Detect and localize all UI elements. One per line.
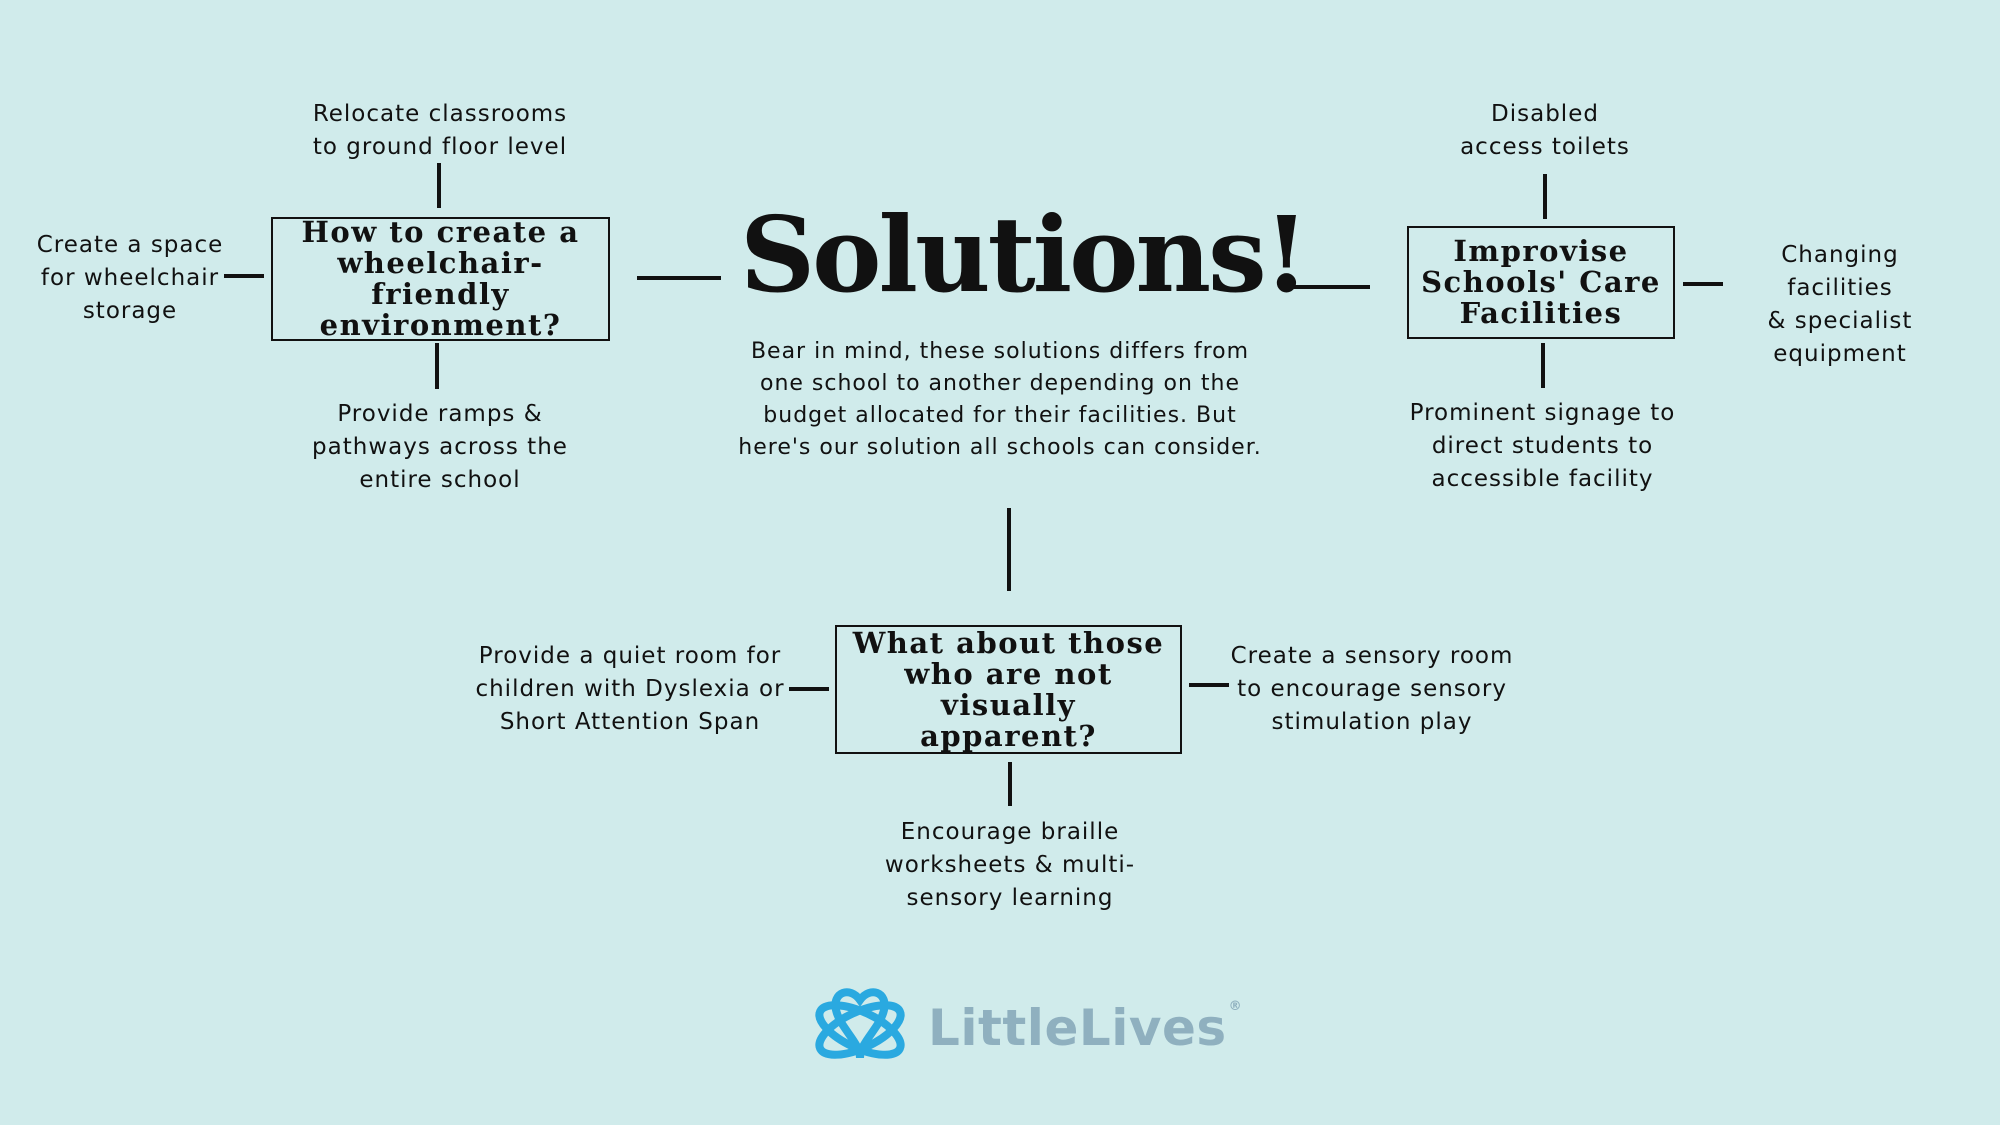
wheelchair-bottom-text: Provide ramps & pathways across the enti… (312, 401, 568, 493)
facilities-heading-box: Improvise Schools' Care Facilities (1407, 226, 1675, 339)
connector-line (1008, 762, 1012, 806)
connector-line (437, 163, 441, 208)
connector-line (224, 274, 264, 278)
wheelchair-left-text: Create a space for wheelchair storage (36, 232, 224, 324)
facilities-heading: Improvise Schools' Care Facilities (1421, 234, 1661, 330)
logo-wordmark: LittleLives® (928, 999, 1243, 1057)
hidden-right-text: Create a sensory room to encourage senso… (1230, 643, 1514, 735)
facilities-bottom-text: Prominent signage to direct students to … (1409, 400, 1676, 492)
connector-line (789, 687, 829, 691)
connector-line (1683, 282, 1723, 286)
facilities-right-text: Changing facilities & specialist equipme… (1767, 242, 1913, 367)
connector-line (1007, 508, 1011, 591)
littlelives-logo: LittleLives® (810, 980, 1242, 1076)
connector-line (1189, 683, 1229, 687)
connector-line (637, 276, 721, 280)
hidden-left-text: Provide a quiet room for children with D… (475, 643, 785, 735)
connector-line (1286, 285, 1370, 289)
wheelchair-heading: How to create a wheelchair-friendly envi… (301, 215, 580, 342)
atom-heart-icon (815, 988, 905, 1059)
wheelchair-heading-box: How to create a wheelchair-friendly envi… (271, 217, 610, 341)
connector-line (435, 343, 439, 389)
connector-line (1541, 343, 1545, 388)
hidden-heading-box: What about those who are not visually ap… (835, 625, 1182, 754)
hidden-heading: What about those who are not visually ap… (852, 625, 1165, 753)
intro-text: Bear in mind, these solutions differs fr… (738, 339, 1262, 460)
connector-line (1543, 174, 1547, 219)
wheelchair-top-text: Relocate classrooms to ground floor leve… (312, 101, 568, 160)
facilities-top-text: Disabled access toilets (1460, 101, 1630, 160)
page-title: Solutions! (740, 193, 1309, 316)
hidden-bottom-text: Encourage braille worksheets & multi- se… (884, 819, 1136, 911)
